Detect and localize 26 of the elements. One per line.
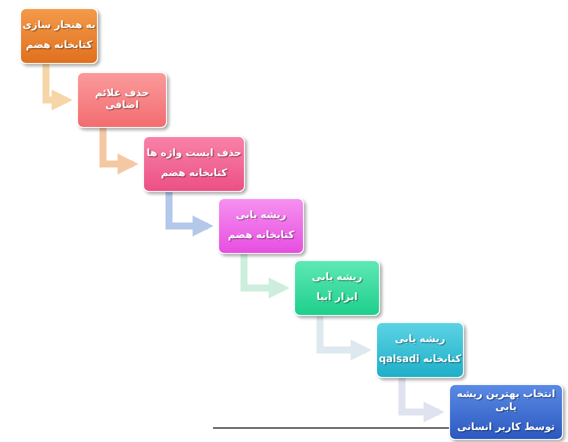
process-box (449, 384, 563, 440)
arrow (316, 316, 372, 360)
process-box (77, 72, 167, 128)
process-box (294, 260, 380, 316)
arrow (166, 192, 214, 236)
arrow (100, 128, 139, 174)
step-text: ریشه یابی (236, 210, 286, 222)
step-text: حذف ایست واژه ها (146, 148, 242, 160)
step-text: کتابخانه هضم (160, 168, 228, 180)
step-text: ابزار آبیا (316, 292, 358, 304)
arrow (42, 64, 73, 110)
arrow (398, 378, 445, 422)
step-text: حذف علائم اضافی (94, 88, 150, 112)
step-text: به هنجار سازی (22, 20, 96, 32)
step-text: انتخاب بهترین ریشه یابی (456, 389, 556, 414)
step-text: کتابخانه هضم (26, 40, 92, 52)
process-box (143, 136, 245, 192)
step-text: ریشه یابی (394, 334, 446, 346)
process-box (218, 198, 304, 254)
process-box (376, 322, 464, 378)
step-text: کتابخانه هضم (228, 230, 294, 242)
step-text: کتابخانه qalsadi (378, 354, 462, 366)
process-box (20, 8, 98, 64)
step-text: ریشه یابی (312, 272, 362, 284)
arrow (240, 254, 290, 298)
step-text: توسط کاربر انسانی (457, 422, 555, 435)
